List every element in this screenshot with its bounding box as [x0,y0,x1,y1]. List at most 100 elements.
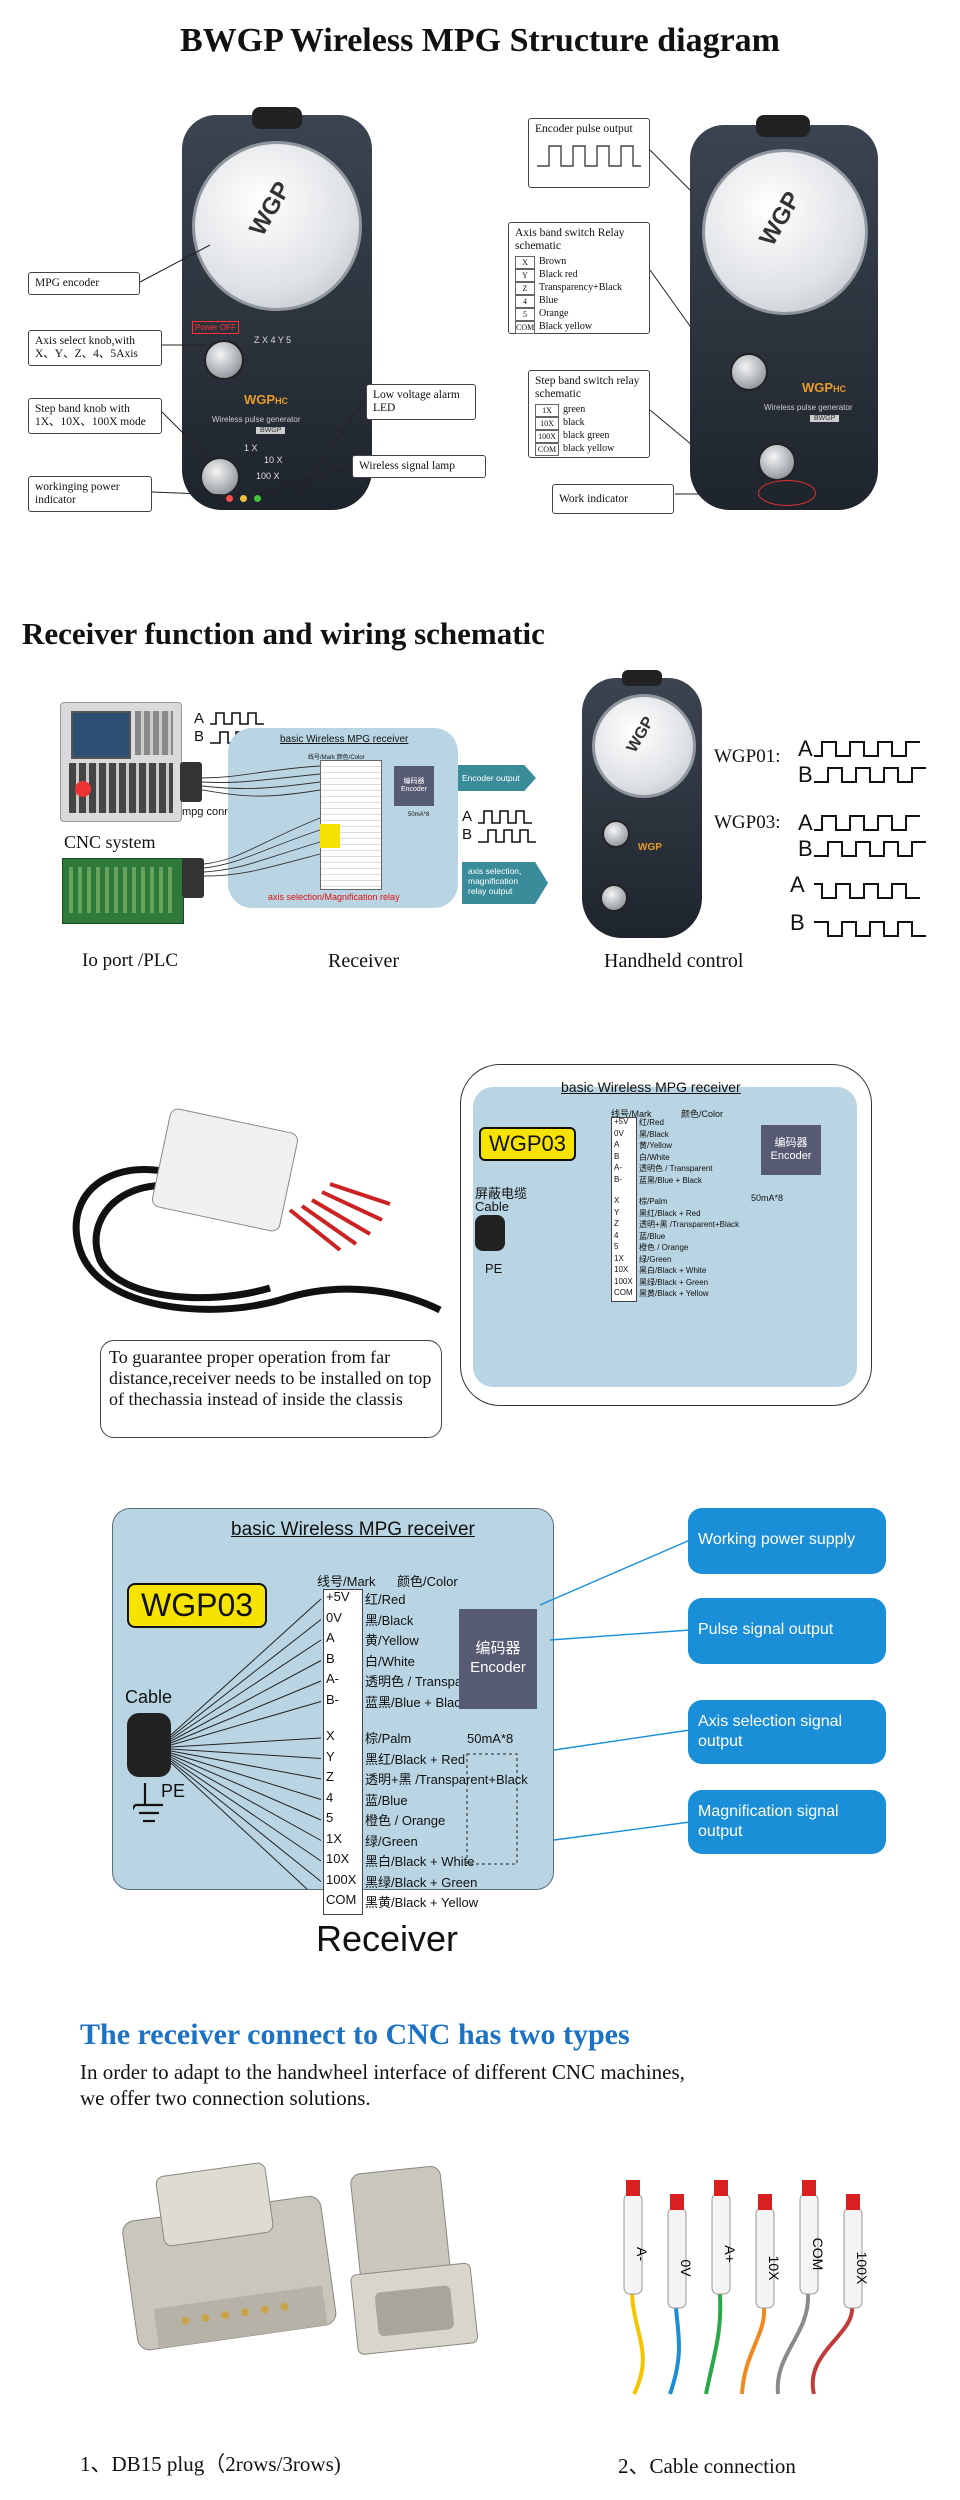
pin-label: 1X [614,1253,624,1263]
axis-row-pin: Y [515,269,535,282]
pin-column-box [611,1117,637,1302]
handwheel-device-section2: WGP WGP [582,670,702,938]
wgp03-a-neg-label: A [790,872,805,897]
axis-select-knob-right [730,353,768,391]
db15-plug-image [110,2148,520,2398]
wire-color-label: 黑/Black [639,1129,669,1139]
model-tag-right: BWGP [810,415,840,422]
receiver-cable-plug [127,1713,171,1777]
pin-label: 100X [614,1276,633,1286]
step-row-color: black green [563,430,610,441]
pin-label: A [614,1140,620,1149]
axis-row-color: Black yellow [539,321,593,332]
step-row-pin: 100X [535,430,559,443]
wgp03-b-neg-label: B [790,910,805,935]
wire-line [170,1756,322,1841]
pin-label: A [326,1630,335,1645]
handheld-label: Handheld control [604,950,744,972]
wgp03-b-label: B [798,836,813,861]
step-row-pin: 10X [535,417,559,430]
pin-label: B- [614,1174,622,1184]
pin-label: +5V [326,1589,350,1604]
function-leader-lines [540,1539,691,1841]
pin-label: COM [326,1892,357,1907]
mini-panel-model: WGP03 [479,1127,577,1161]
wire-line [170,1752,322,1800]
alarm-led [240,495,247,502]
pin-label: Y [326,1748,335,1764]
axis-row-pin: 5 [515,308,535,321]
wgp01-a-label: A [798,736,813,761]
receiver-relay-label: 50mA*8 [467,1731,514,1746]
callout-step-knob: Step band knob with 1X、10X、100X mode [28,398,162,434]
cnc-controller-image [60,702,182,822]
caption-db15: 1、DB15 plug（2rows/3rows) [80,2452,341,2476]
cable-label: 0V [678,2259,694,2277]
callout-power-indicator: workinging power indicator [28,476,152,512]
step-row-color: black yellow [563,443,615,454]
pin-label: B [614,1151,620,1161]
wire-color-label: 透明+黑 /Transparent+Black [639,1220,740,1229]
mini-panel-title: basic Wireless MPG receiver [561,1079,741,1095]
mini-receiver-title: basic Wireless MPG receiver [280,734,409,745]
pin-label: 5 [326,1810,334,1825]
cable-end: A+ [704,2180,738,2395]
pin-label: B- [326,1691,339,1707]
wire-color-label: 黑黄/Black + Yellow [639,1289,709,1298]
cnc-wave-a-label: A [194,710,205,727]
pin-label: X [326,1728,335,1743]
cable-label: 10X [766,2256,782,2282]
pin-label: 5 [614,1242,619,1251]
callout-low-voltage-led: Low voltage alarm LED [366,384,476,420]
receiver-title: basic Wireless MPG receiver [231,1519,475,1540]
axis-labels: Z X 4 Y 5 [254,335,292,345]
connect-subtitle-1: In order to adapt to the handwheel inter… [80,2060,685,2084]
wire-color-label: 黄/Yellow [639,1141,673,1150]
wire-line [170,1760,322,1882]
mini-panel-header-mark: 线号/Mark [611,1109,652,1119]
pin-label: 1X [326,1830,342,1846]
encoder-output-arrow: Encoder output [458,765,536,791]
io-port-connector [182,858,204,898]
axis-row-color: Orange [539,308,569,319]
receiver-cable-label: Cable [125,1687,173,1707]
pin-label: A- [614,1163,622,1172]
receiver-caption: Receiver [316,1918,459,1959]
receiver-panel: basic Wireless MPG receiver 线号/Mark 颜色/C… [112,1508,554,1915]
handwheel-device-left: WGP Power OFF Z X 4 Y 5 WGPHC Wireless p… [182,107,372,510]
mini-panel-cable: Cable [475,1199,509,1214]
receiver-cable-photo [72,1108,442,1314]
signal-lamp [254,495,261,502]
wire-line [170,1619,322,1738]
cable-label: A+ [722,2245,738,2263]
mini-panel-header-color: 颜色/Color [681,1109,724,1119]
wire-line [170,1737,322,1748]
pin-label: A- [326,1671,339,1686]
step-band-knob [200,457,240,497]
wire-color-label: 黑红/Black + Red [365,1751,466,1767]
function-magnification-output: Magnification signal output [688,1790,886,1854]
brand-logo-sec2: WGP [638,842,662,853]
receiver-waveform [478,810,536,843]
wire-line [170,1680,322,1744]
callout-work-indicator: Work indicator [552,484,674,514]
mini-wiring-panel: basic Wireless MPG receiver 线号/Mark 颜色/C… [460,1064,872,1406]
pin-label: +5V [614,1117,629,1126]
mini-receiver-panel: basic Wireless MPG receiver 线号/Mark 颜色/C… [228,728,458,908]
wire-color-label: 黑绿/Black + Green [639,1277,709,1287]
mini-axis-mag-relay: axis selection/Magnification relay [268,892,400,902]
model-text-right: Wireless pulse generator [764,403,853,412]
pin-column-box [323,1589,363,1915]
pin-label: Y [614,1207,620,1217]
wire-color-label: 棕/Palm [365,1731,412,1746]
mini-panel-cable-plug [475,1215,505,1251]
wire-color-label: 橙色 / Orange [365,1813,446,1828]
ground-symbol-icon [133,1783,163,1823]
